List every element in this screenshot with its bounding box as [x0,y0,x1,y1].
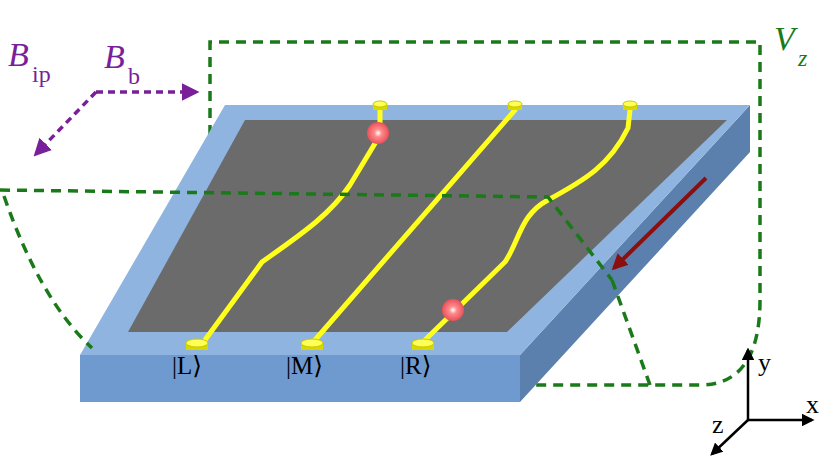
axis-label: y [758,350,771,376]
propagation-arrow [614,178,706,268]
field-label: B [8,38,29,72]
axis-label: z [712,412,724,438]
axis-label: x [806,392,819,418]
potential-curve [4,196,92,348]
slab-top [80,105,750,355]
electron [367,122,389,144]
field-subscript: ip [32,62,51,86]
potential-curve [612,280,650,385]
electron [442,299,464,321]
field-arrow [36,92,96,154]
waveguides [205,110,630,340]
field-subscript: b [128,64,140,88]
field-arrow [96,90,196,94]
field-label: B [104,40,125,74]
state-label: |M⟩ [286,353,323,378]
state-label: |R⟩ [400,353,431,378]
state-label: |L⟩ [172,353,202,378]
substrate-surface [128,120,727,332]
potential-curve [0,190,612,280]
axes [712,350,812,454]
potential-label: V [774,22,795,56]
potential-subscript: z [798,46,807,70]
